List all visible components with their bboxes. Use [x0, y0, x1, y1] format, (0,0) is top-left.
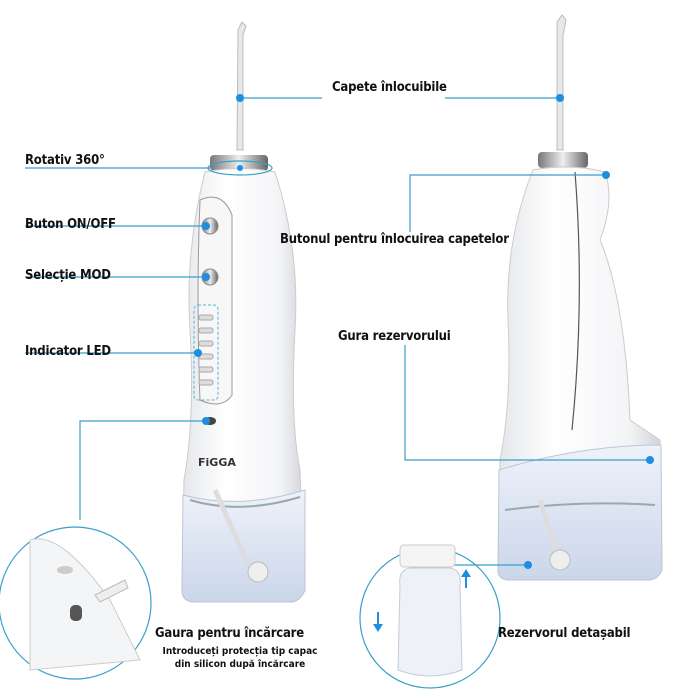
label-led-indicator: Indicator LED [25, 344, 111, 359]
label-replaceable-heads: Capete înlocuibile [332, 80, 447, 95]
label-mode-select: Selecție MOD [25, 268, 111, 283]
rotating-collar [210, 155, 268, 171]
device-front-view [181, 21, 306, 603]
brand-logo: FiGGA [198, 456, 236, 469]
label-rotation: Rotativ 360° [25, 153, 105, 168]
label-tank-opening: Gura rezervorului [338, 329, 451, 344]
label-charging-port: Gaura pentru încărcare [155, 626, 304, 641]
detachable-tank-detail [373, 544, 471, 677]
charging-note: Introduceți protecția tip capac din sili… [162, 646, 318, 670]
charging-port-detail [29, 538, 141, 671]
label-detachable-tank: Rezervorul detașabil [498, 626, 631, 641]
label-head-release-button: Butonul pentru înlocuirea capetelor [280, 232, 509, 247]
callout-dots [194, 94, 654, 569]
label-power-button: Buton ON/OFF [25, 217, 116, 232]
device-side-view [497, 14, 663, 581]
